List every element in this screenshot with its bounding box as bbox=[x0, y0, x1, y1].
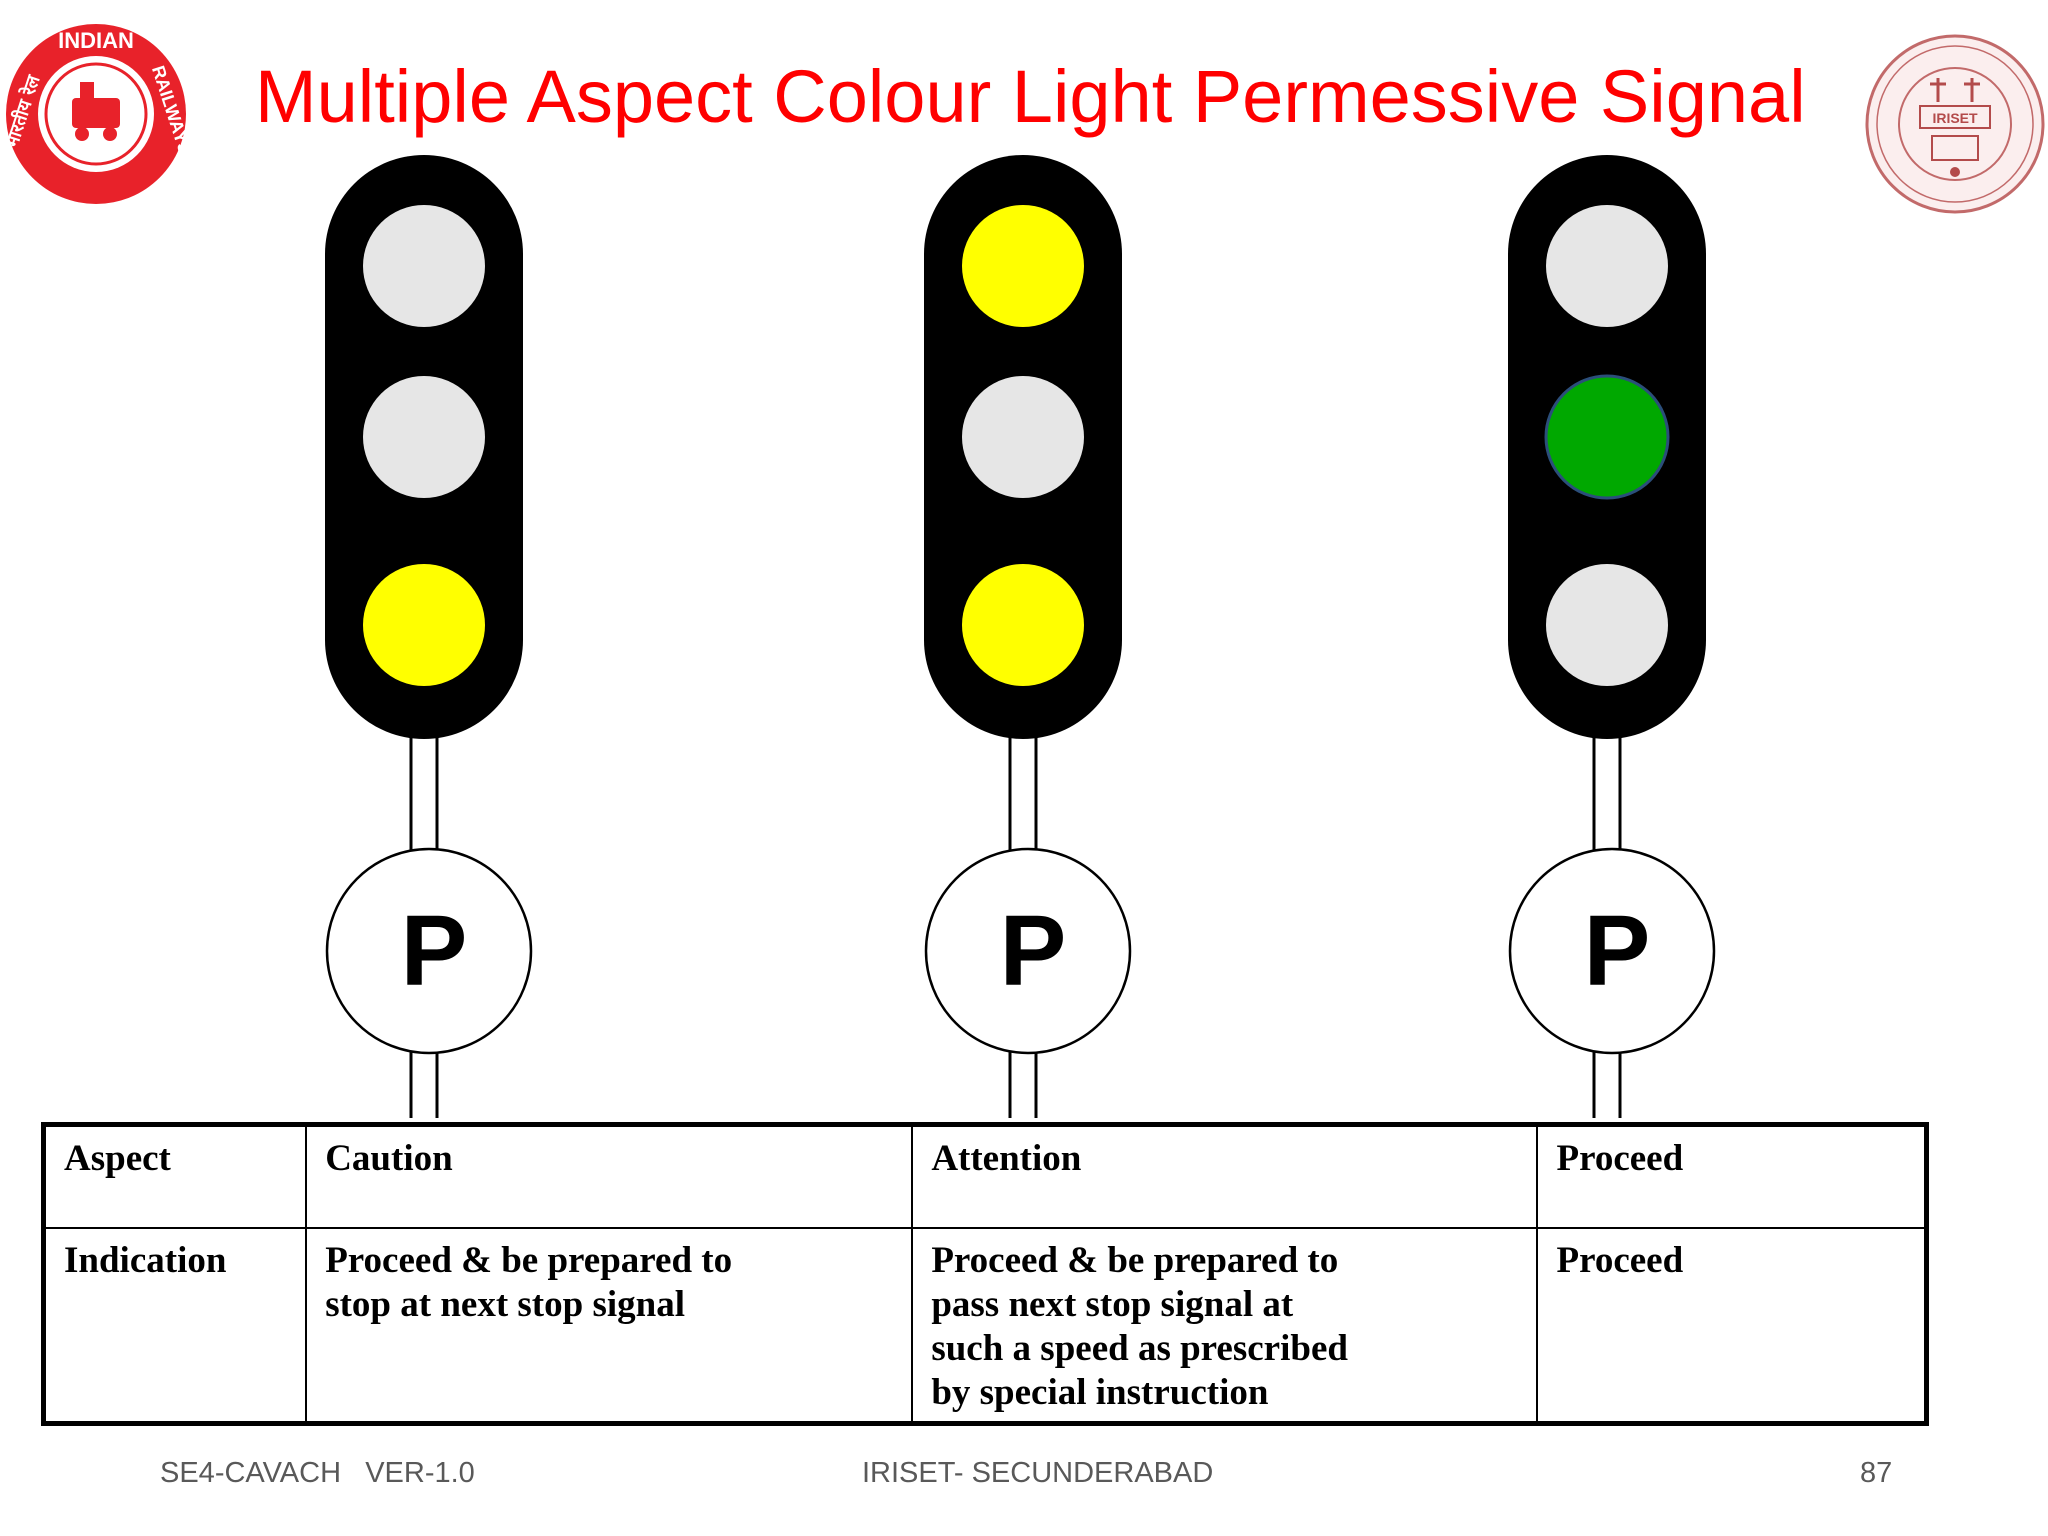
lamp-off bbox=[1546, 564, 1668, 686]
p-marker-label: P bbox=[1584, 895, 1651, 1007]
lamp-off bbox=[962, 376, 1084, 498]
lamp-yellow bbox=[962, 564, 1084, 686]
p-marker bbox=[325, 847, 533, 1055]
p-marker-label: P bbox=[1000, 895, 1067, 1007]
slide-title: Multiple Aspect Colour Light Permessive … bbox=[255, 55, 1806, 138]
table-cell: Proceed & be prepared to stop at next st… bbox=[305, 1227, 914, 1425]
signal-1: P bbox=[325, 155, 533, 1118]
cell-line: Proceed & be prepared to bbox=[931, 1240, 1339, 1281]
row-header-aspect: Aspect bbox=[42, 1123, 308, 1229]
row-header-indication: Indication bbox=[42, 1227, 308, 1425]
p-marker-label: P bbox=[401, 895, 468, 1007]
lamp-yellow bbox=[962, 205, 1084, 327]
lamp-off bbox=[363, 205, 485, 327]
iriset-logo: IRISET bbox=[1865, 34, 2045, 214]
cell-line: stop at next stop signal bbox=[325, 1284, 685, 1325]
lamp-off bbox=[363, 376, 485, 498]
table-cell: Caution bbox=[305, 1123, 914, 1229]
p-marker bbox=[924, 847, 1132, 1055]
table-cell: Attention bbox=[911, 1123, 1539, 1229]
aspect-table: Aspect Caution Attention Proceed Indicat… bbox=[41, 1122, 1929, 1426]
cell-line: Proceed bbox=[1556, 1240, 1684, 1281]
indian-railways-logo: INDIAN RAILWAYS भारतीय रेल bbox=[2, 24, 190, 204]
table-cell: Proceed bbox=[1536, 1123, 1928, 1229]
p-marker bbox=[1508, 847, 1716, 1055]
cell-line: such a speed as prescribed bbox=[931, 1328, 1348, 1369]
lamp-off bbox=[1546, 205, 1668, 327]
lamp-yellow bbox=[363, 564, 485, 686]
logo-text: IRISET bbox=[1932, 110, 1978, 126]
cell-line: pass next stop signal at bbox=[931, 1284, 1294, 1325]
table-cell: Proceed bbox=[1536, 1227, 1928, 1425]
cell-line: Proceed & be prepared to bbox=[325, 1240, 733, 1281]
signal-2: P bbox=[924, 155, 1132, 1118]
footer-center: IRISET- SECUNDERABAD bbox=[862, 1457, 1214, 1489]
signal-3: P bbox=[1508, 155, 1716, 1118]
page-number: 87 bbox=[1860, 1457, 1893, 1489]
lamp-green bbox=[1544, 374, 1670, 500]
cell-line: by special instruction bbox=[931, 1372, 1269, 1413]
footer-left: SE4-CAVACH VER-1.0 bbox=[160, 1457, 475, 1489]
table-row: Aspect Caution Attention Proceed bbox=[42, 1123, 1928, 1229]
logo-text: INDIAN bbox=[58, 28, 134, 53]
table-cell: Proceed & be prepared to pass next stop … bbox=[911, 1227, 1539, 1425]
table-row: Indication Proceed & be prepared to stop… bbox=[42, 1227, 1928, 1425]
